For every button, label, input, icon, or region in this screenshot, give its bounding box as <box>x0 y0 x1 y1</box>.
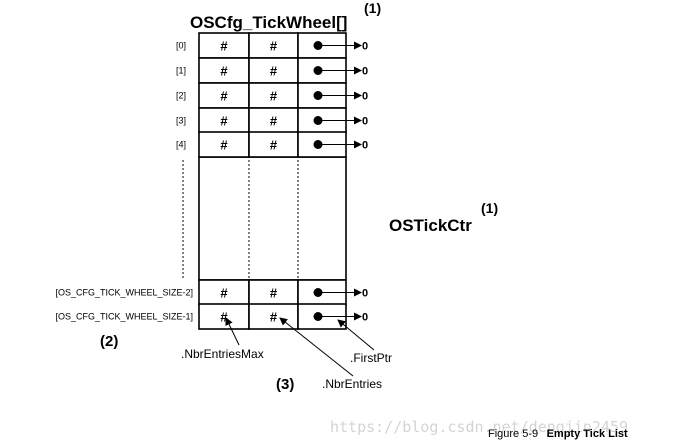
first-ptr-dot-icon <box>313 312 323 321</box>
row-index-label: [2] <box>176 91 186 101</box>
count-cell-value: # <box>270 89 278 104</box>
wheel-row: # #0 [0] <box>176 32 368 59</box>
wheel-cell <box>198 279 250 306</box>
wheel-row: # #0 [3] <box>176 107 368 134</box>
wheel-row: # #0 [1] <box>176 57 368 84</box>
note-2: (2) <box>100 333 118 350</box>
pointer-line-first-ptr <box>337 319 375 351</box>
first-ptr-dot-icon <box>313 66 323 75</box>
pointer-line-nbr-entries-max <box>225 317 240 346</box>
count-cell-value: # <box>220 89 228 104</box>
caption-text: Empty Tick List <box>547 428 628 440</box>
figure-caption: Figure 5-9 Empty Tick List <box>488 424 628 441</box>
wheel-row: # #0 [4] <box>176 131 368 158</box>
wheel-cell <box>198 303 250 330</box>
wheel-row: # #0 [2] <box>176 82 368 109</box>
count-cell-value: # <box>270 39 278 54</box>
row-index-label: [1] <box>176 66 186 76</box>
first-ptr-dot-icon <box>313 288 323 297</box>
row-index-label: [0] <box>176 41 186 51</box>
row-index-label: [OS_CFG_TICK_WHEEL_SIZE-2] <box>55 288 193 298</box>
count-cell-value: # <box>270 286 278 301</box>
count-cell-value: # <box>220 310 228 325</box>
wheel-gap-section <box>198 156 347 281</box>
row-index-label: [3] <box>176 116 186 126</box>
pointer-line-nbr-entries <box>279 317 354 377</box>
title-note: (1) <box>364 0 381 16</box>
count-cell-value: # <box>220 114 228 129</box>
count-cell-value: # <box>220 39 228 54</box>
wheel-row: # #0 [OS_CFG_TICK_WHEEL_SIZE-2] <box>55 279 368 306</box>
row-index-label: [4] <box>176 140 186 150</box>
note-3: (3) <box>276 376 294 393</box>
diagram-title: OSCfg_TickWheel[] <box>190 13 347 32</box>
count-cell-value: # <box>270 114 278 129</box>
row-index-label: [OS_CFG_TICK_WHEEL_SIZE-1] <box>55 312 193 322</box>
count-cell-value: # <box>220 64 228 79</box>
caption-prefix: Figure 5-9 <box>488 428 538 440</box>
tick-counter-label: OSTickCtr <box>389 216 472 235</box>
count-cell-value: # <box>270 64 278 79</box>
null-pointer-value: 0 <box>362 91 368 103</box>
null-pointer-value: 0 <box>362 116 368 128</box>
tick-counter-note: (1) <box>481 200 498 216</box>
wheel-row: # #0 [OS_CFG_TICK_WHEEL_SIZE-1] <box>55 303 368 330</box>
field-nbr-entries-max: .NbrEntriesMax <box>181 347 264 361</box>
null-pointer-value: 0 <box>362 66 368 78</box>
wheel-cell <box>198 57 250 84</box>
null-pointer-value: 0 <box>362 140 368 152</box>
count-cell-value: # <box>270 310 278 325</box>
first-ptr-dot-icon <box>313 116 323 125</box>
null-pointer-value: 0 <box>362 288 368 300</box>
null-pointer-value: 0 <box>362 312 368 324</box>
first-ptr-dot-icon <box>313 41 323 50</box>
field-nbr-entries: .NbrEntries <box>322 377 382 391</box>
field-first-ptr: .FirstPtr <box>350 351 392 365</box>
wheel-cell <box>198 107 250 134</box>
wheel-cell <box>198 82 250 109</box>
wheel-cell <box>248 82 299 109</box>
null-pointer-value: 0 <box>362 41 368 53</box>
wheel-cell <box>248 279 299 306</box>
first-ptr-dot-icon <box>313 140 323 149</box>
count-cell-value: # <box>270 138 278 153</box>
count-cell-value: # <box>220 138 228 153</box>
watermark: https://blog.csdn.net/dengjin2459 <box>330 418 628 436</box>
wheel-rows: # #0 [0] # #0 [1] # #0 [2] # #0 [3] # #0 [4] # #0 [OS_CFG… <box>55 32 368 330</box>
first-ptr-dot-icon <box>313 91 323 100</box>
count-cell-value: # <box>220 286 228 301</box>
